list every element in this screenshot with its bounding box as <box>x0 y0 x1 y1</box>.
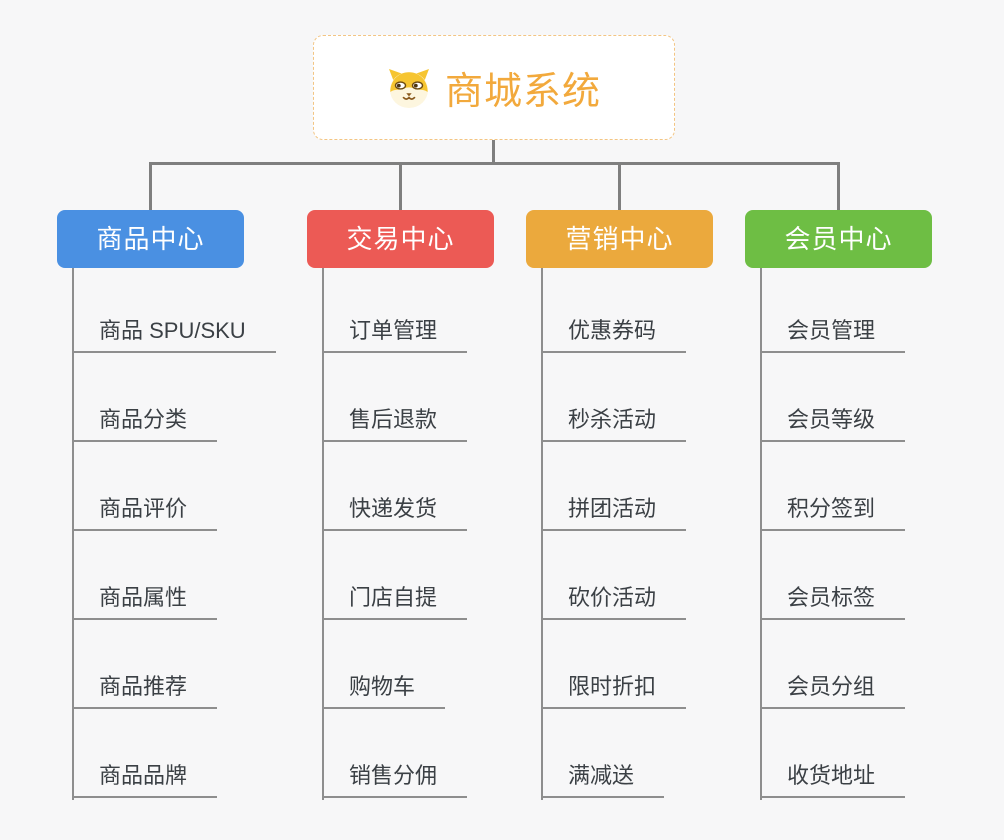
dog-face-icon <box>387 67 431 109</box>
connector-drop <box>618 162 621 211</box>
child-node[interactable]: 订单管理 <box>322 317 468 353</box>
branch-spine <box>322 267 324 800</box>
child-node[interactable]: 会员等级 <box>760 406 906 442</box>
branch-spine <box>72 267 74 800</box>
child-node[interactable]: 收货地址 <box>760 762 906 798</box>
child-node[interactable]: 会员标签 <box>760 584 906 620</box>
branch-spine <box>541 267 543 800</box>
child-node[interactable]: 销售分佣 <box>322 762 468 798</box>
child-node[interactable]: 商品分类 <box>72 406 218 442</box>
branch-header-product-center[interactable]: 商品中心 <box>57 210 244 268</box>
child-node[interactable]: 满减送 <box>541 762 665 798</box>
branch-header-trade-center[interactable]: 交易中心 <box>307 210 494 268</box>
child-node[interactable]: 限时折扣 <box>541 673 687 709</box>
root-node[interactable]: 商城系统 <box>313 35 675 140</box>
child-node[interactable]: 砍价活动 <box>541 584 687 620</box>
root-title: 商城系统 <box>444 71 601 113</box>
child-node[interactable]: 商品推荐 <box>72 673 218 709</box>
child-node[interactable]: 会员管理 <box>760 317 906 353</box>
branch-header-member-center[interactable]: 会员中心 <box>745 210 932 268</box>
child-node[interactable]: 优惠券码 <box>541 317 687 353</box>
connector-drop <box>399 162 402 211</box>
child-node[interactable]: 拼团活动 <box>541 495 687 531</box>
child-node[interactable]: 商品品牌 <box>72 762 218 798</box>
child-node[interactable]: 商品 SPU/SKU <box>72 317 276 353</box>
child-node[interactable]: 购物车 <box>322 673 446 709</box>
connector-drop <box>837 162 840 211</box>
connector-bus <box>150 162 840 165</box>
connector-root-drop <box>492 139 495 165</box>
child-node[interactable]: 秒杀活动 <box>541 406 687 442</box>
child-node[interactable]: 商品属性 <box>72 584 218 620</box>
branch-spine <box>760 267 762 800</box>
child-node[interactable]: 售后退款 <box>322 406 468 442</box>
child-node[interactable]: 会员分组 <box>760 673 906 709</box>
child-node[interactable]: 积分签到 <box>760 495 906 531</box>
connector-drop <box>149 162 152 211</box>
child-node[interactable]: 门店自提 <box>322 584 468 620</box>
branch-header-marketing-center[interactable]: 营销中心 <box>526 210 713 268</box>
child-node[interactable]: 商品评价 <box>72 495 218 531</box>
child-node[interactable]: 快递发货 <box>322 495 468 531</box>
